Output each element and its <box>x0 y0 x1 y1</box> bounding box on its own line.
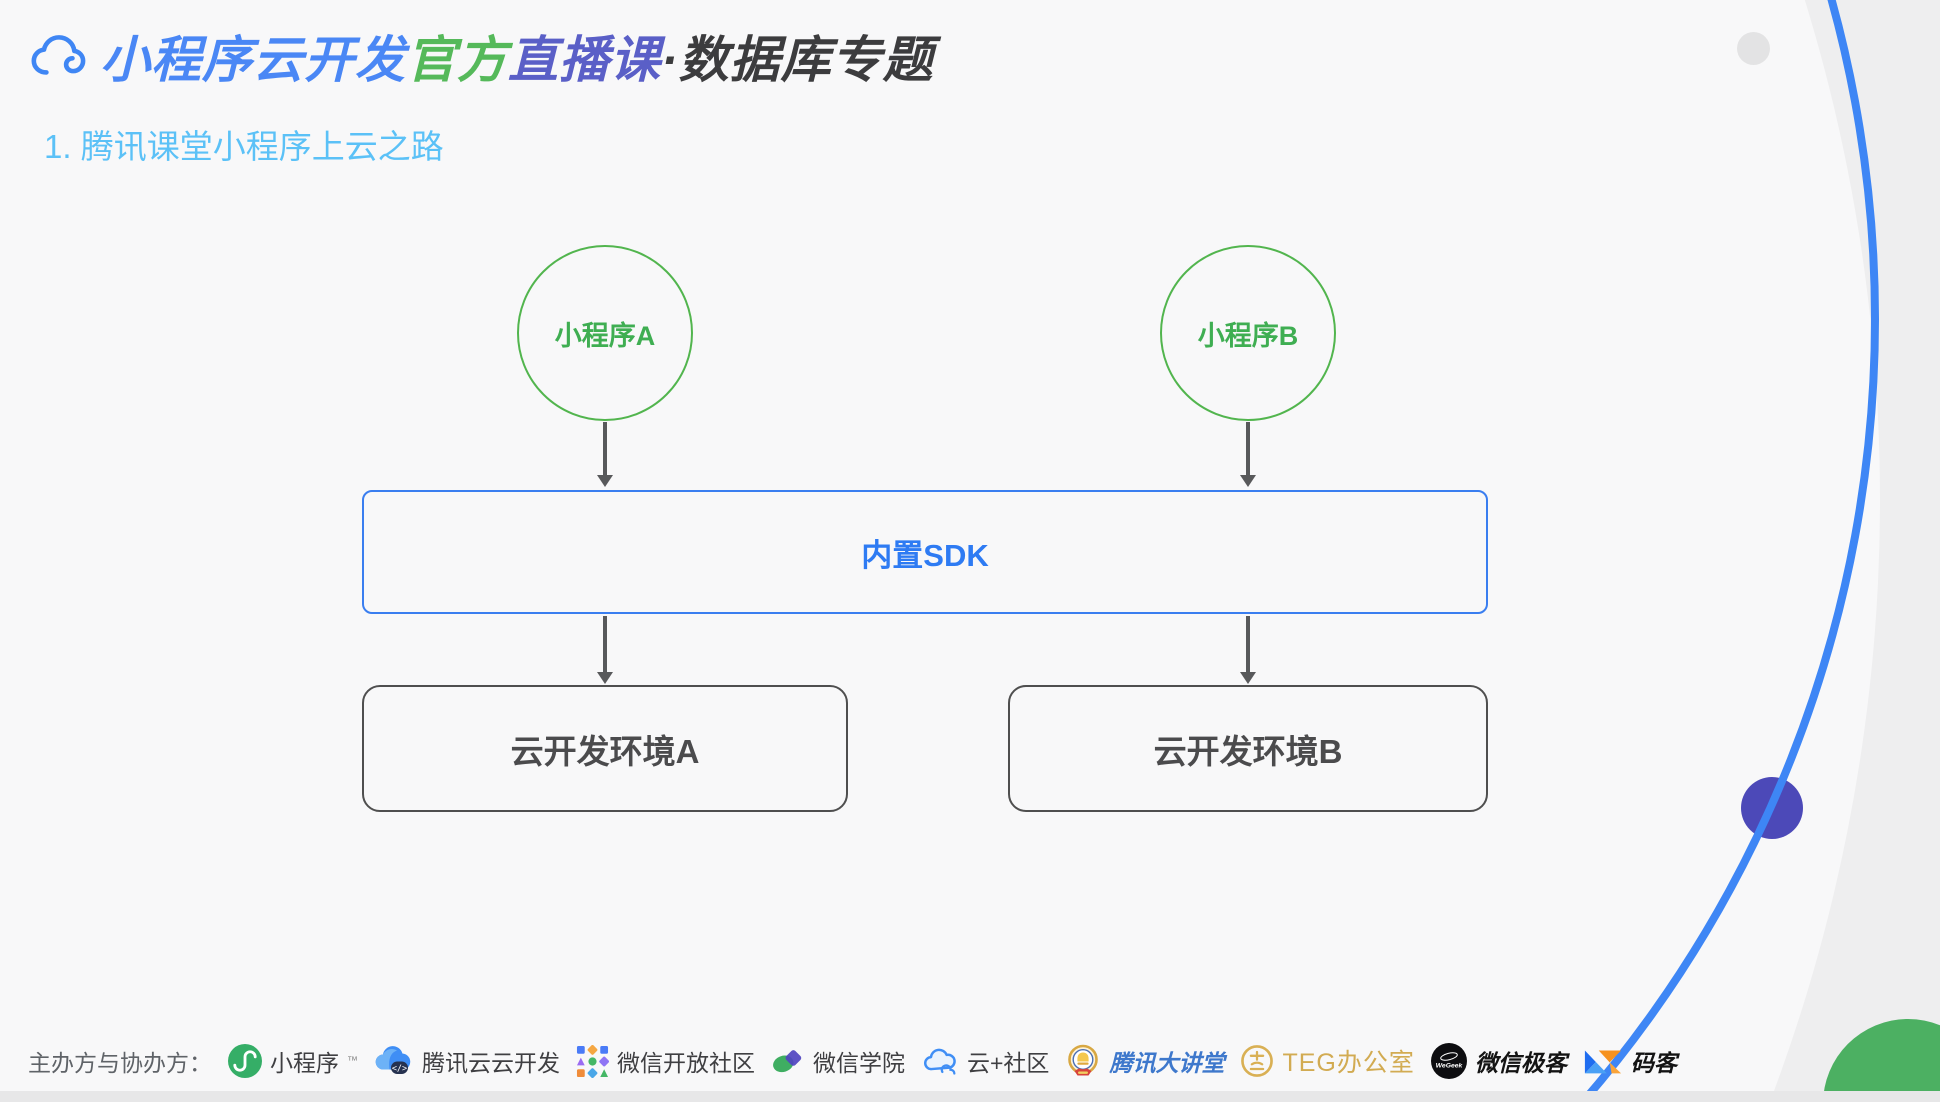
partner-cloud-plus-community-label: 云+社区 <box>967 1050 1050 1076</box>
header: 小程序云开发官方直播课·数据库专题 <box>30 20 934 92</box>
partner-wechat-academy-label: 微信学院 <box>813 1050 905 1076</box>
cloud-plus-community-logo-icon <box>921 1045 959 1077</box>
partner-miniprogram: 小程序 ™ <box>228 1044 358 1078</box>
partner-wechat-open-community: 微信开放社区 <box>576 1044 755 1078</box>
partner-tencent-cloudbase-label: 腾讯云云开发 <box>422 1050 560 1076</box>
partner-teg-office-label: TEG办公室 <box>1282 1049 1415 1077</box>
node-cloud-env-b: 云开发环境B <box>1008 685 1488 812</box>
miniprogram-logo-icon <box>228 1044 262 1078</box>
arrow-mini-program-b-to-sdk <box>1246 422 1250 476</box>
title-segment-live: 直播课 <box>508 32 661 88</box>
partner-tencent-lecture-hall: 腾讯大讲堂 <box>1065 1043 1224 1079</box>
node-cloud-env-a-label: 云开发环境A <box>510 732 700 770</box>
maker-logo-icon <box>1583 1046 1623 1076</box>
trademark-mark: ™ <box>347 1055 358 1067</box>
svg-text:</>: </> <box>392 1064 407 1074</box>
bottom-edge-strip <box>0 1091 1940 1102</box>
node-mini-program-b: 小程序B <box>1160 245 1336 421</box>
cloudbase-logo-icon <box>30 33 88 79</box>
wechat-academy-logo-icon <box>771 1044 805 1078</box>
organizers-label: 主办方与协办方： <box>28 1050 212 1076</box>
tencent-lecture-hall-logo-icon <box>1065 1043 1101 1079</box>
arrow-sdk-to-env-a <box>603 616 607 673</box>
partner-teg-office: TEG办公室 <box>1240 1043 1414 1079</box>
page-title: 小程序云开发官方直播课·数据库专题 <box>100 20 934 92</box>
partner-tencent-cloudbase: </> 腾讯云云开发 <box>374 1044 560 1078</box>
tencent-cloudbase-logo-icon: </> <box>374 1044 414 1078</box>
title-segment-topic: ·数据库专题 <box>661 32 934 88</box>
node-mini-program-a-label: 小程序A <box>554 320 656 351</box>
teg-office-logo-icon <box>1240 1044 1274 1078</box>
wegeek-logo-icon: WeGeek <box>1430 1043 1467 1079</box>
arrow-sdk-to-env-b <box>1246 616 1250 673</box>
title-segment-product: 小程序云开发 <box>100 32 406 88</box>
title-segment-official: 官方 <box>406 32 508 88</box>
node-cloud-env-b-label: 云开发环境B <box>1153 732 1343 770</box>
partner-maker: 码客 <box>1583 1044 1677 1078</box>
node-builtin-sdk: 内置SDK <box>362 490 1488 614</box>
arrow-mini-program-a-to-sdk <box>603 422 607 476</box>
partner-wegeek: WeGeek 微信极客 <box>1430 1043 1567 1079</box>
wechat-open-community-logo-icon <box>576 1044 609 1078</box>
partner-wegeek-label: 微信极客 <box>1474 1050 1567 1076</box>
node-builtin-sdk-label: 内置SDK <box>861 537 989 573</box>
section-title: 1. 腾讯课堂小程序上云之路 <box>44 128 444 165</box>
node-cloud-env-a: 云开发环境A <box>362 685 848 812</box>
partner-wechat-open-community-label: 微信开放社区 <box>617 1050 755 1076</box>
partner-wechat-academy: 微信学院 <box>771 1044 905 1078</box>
partner-tencent-lecture-hall-label: 腾讯大讲堂 <box>1109 1050 1225 1076</box>
partner-miniprogram-label: 小程序 <box>270 1050 339 1076</box>
partner-cloud-plus-community: 云+社区 <box>921 1044 1049 1078</box>
green-dot-decoration <box>1823 1019 1940 1102</box>
footer-organizers: 主办方与协办方： 小程序 ™ </> 腾讯云云开发 <box>28 1036 1677 1086</box>
svg-text:WeGeek: WeGeek <box>1435 1063 1463 1070</box>
node-mini-program-b-label: 小程序B <box>1197 320 1299 351</box>
node-mini-program-a: 小程序A <box>517 245 693 421</box>
partner-maker-label: 码客 <box>1630 1050 1677 1076</box>
